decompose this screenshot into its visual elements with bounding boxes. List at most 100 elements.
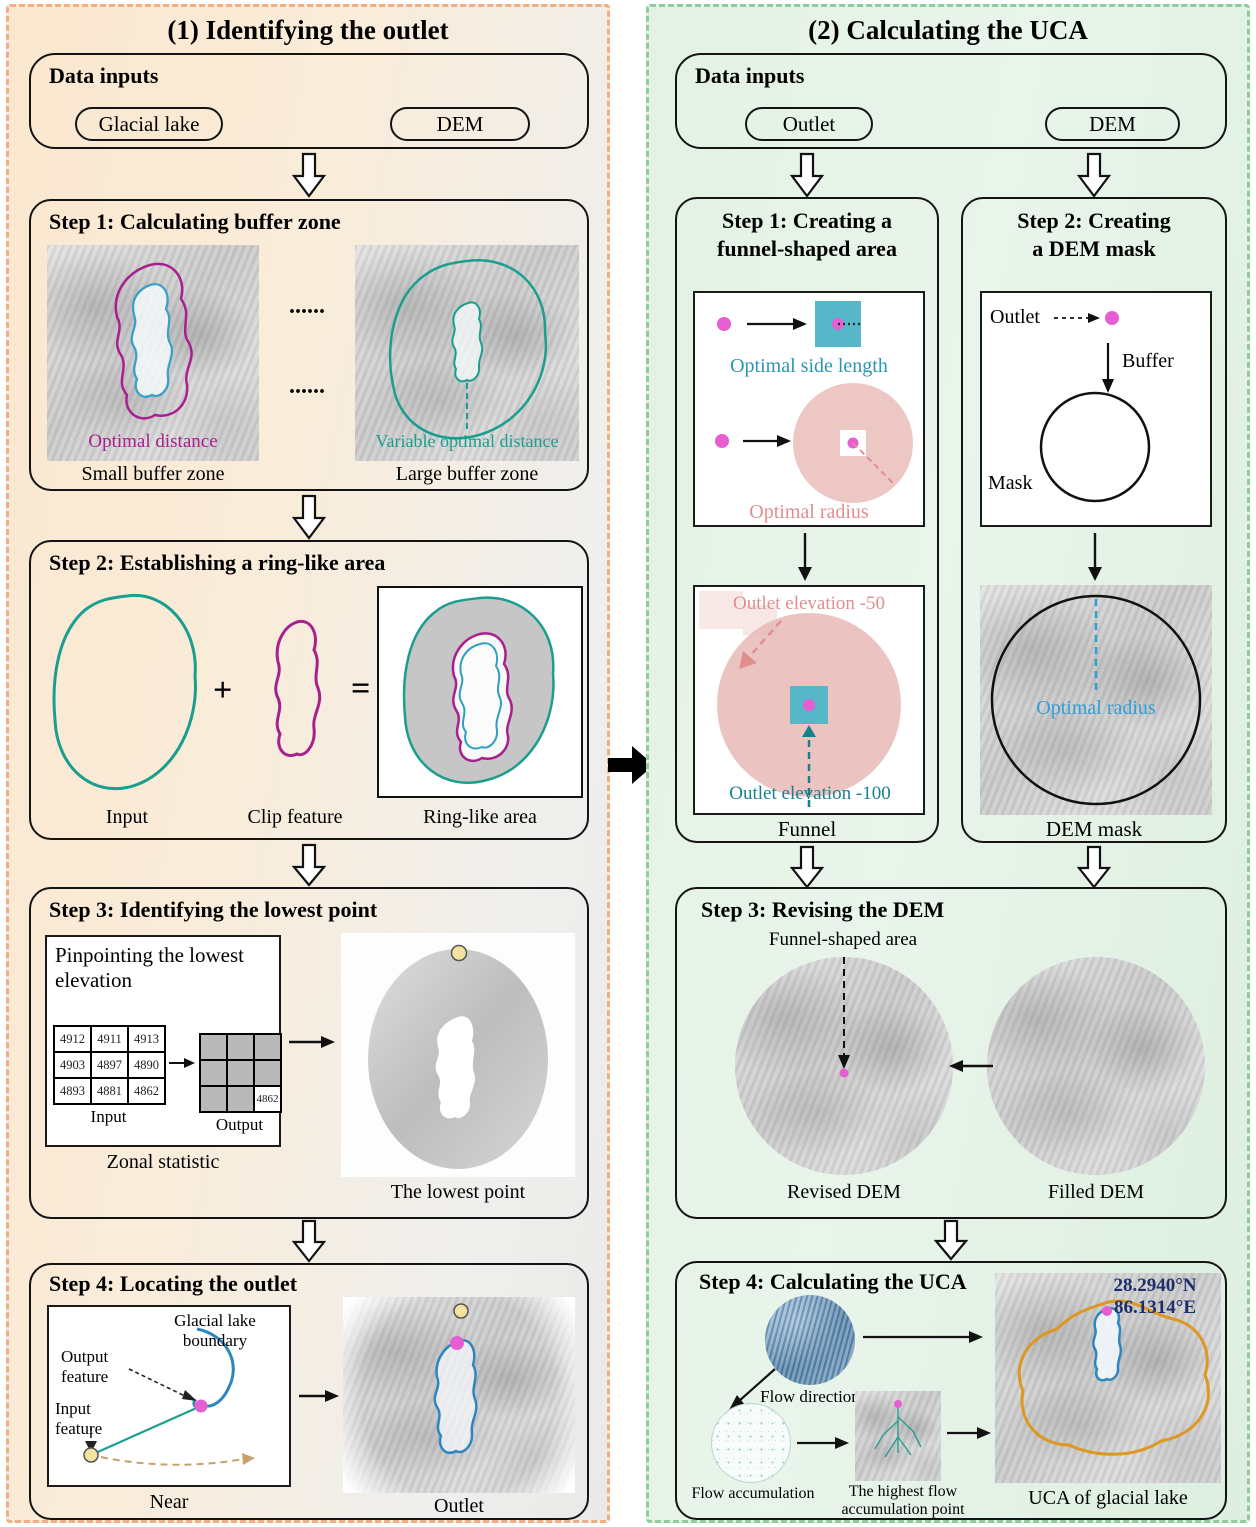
outlet-dot xyxy=(194,1399,208,1413)
lowest-point-dot xyxy=(450,944,468,962)
near-line xyxy=(90,1404,202,1457)
p2-data-inputs-label: Data inputs xyxy=(695,63,805,88)
outlet-dot xyxy=(715,434,729,448)
lowest-value-cell: 4862 xyxy=(254,1086,281,1112)
grid-cell xyxy=(227,1086,254,1112)
panel-calculating-uca: (2) Calculating the UCA Data inputs Outl… xyxy=(646,4,1250,1523)
p2-data-inputs-box: Data inputs Outlet DEM xyxy=(675,53,1227,149)
p2-step4-title: Step 4: Calculating the UCA xyxy=(699,1269,967,1294)
p2-step1-title: Step 1: Creating a funnel-shaped area xyxy=(717,208,897,261)
right-arrow-icon xyxy=(289,1036,335,1048)
grid-cell xyxy=(200,1034,227,1060)
ring-like-area-caption: Ring-like area xyxy=(423,806,537,828)
ring-lake xyxy=(458,642,502,750)
coordinate-east: 86.1314°E xyxy=(1113,1297,1197,1318)
double-arrow-icon xyxy=(790,845,824,889)
outlet-dot xyxy=(1102,1306,1112,1316)
p1-data-inputs-box: Data inputs Glacial lake DEM xyxy=(29,53,589,149)
p1-step4-box: Step 4: Locating the outlet Glacial lake… xyxy=(29,1263,589,1520)
grid-input-label: Input xyxy=(90,1107,127,1126)
variable-optimal-distance-label: Variable optimal distance xyxy=(375,431,559,451)
revised-dem-caption: Revised DEM xyxy=(787,1181,901,1203)
down-arrow-icon xyxy=(1088,533,1102,581)
outlet-elev-100-label: Outlet elevation -100 xyxy=(729,783,891,804)
dem-mask-caption: DEM mask xyxy=(1045,817,1143,841)
lake-hole xyxy=(435,1016,475,1119)
p1-step2-box: Step 2: Establishing a ring-like area + … xyxy=(29,540,589,840)
right-arrow-icon xyxy=(169,1058,195,1068)
ring-like-area-image xyxy=(377,586,583,798)
right-arrow-icon xyxy=(797,1437,849,1449)
double-arrow-icon xyxy=(292,1219,326,1263)
output-feature-label: Output feature xyxy=(61,1347,109,1387)
grid-cell: 4897 xyxy=(91,1052,128,1078)
elev50-dashed-arrow xyxy=(748,620,782,658)
uca-map-image: 28.2940°N 86.1314°E xyxy=(995,1273,1221,1483)
input-feature-label: Input feature xyxy=(55,1399,103,1439)
p1-step4-title: Step 4: Locating the outlet xyxy=(49,1271,298,1296)
large-buffer-dem-image: Variable optimal distance xyxy=(355,245,579,461)
double-arrow-icon xyxy=(790,152,824,198)
double-arrow-icon xyxy=(1077,845,1111,889)
outlet-dot xyxy=(717,317,731,331)
grid-cell: 4911 xyxy=(91,1026,128,1052)
near-tool-diagram: Glacial lake boundary Output feature Inp… xyxy=(47,1305,291,1487)
outlet-dot xyxy=(1105,311,1119,325)
p2-step2-title: Step 2: Creating a DEM mask xyxy=(1017,208,1171,261)
funnel-area-arrow xyxy=(838,957,850,1078)
outlet-dot xyxy=(839,1068,849,1078)
buffer-label: Buffer xyxy=(1122,350,1174,372)
plus-operator: + xyxy=(213,672,233,709)
p1-data-inputs-label: Data inputs xyxy=(49,63,159,88)
output-feature-arrow xyxy=(128,1368,188,1398)
outlet-elev-50-label: Outlet elevation -50 xyxy=(733,593,885,614)
grid-cell xyxy=(254,1060,281,1086)
grid-cell xyxy=(227,1060,254,1086)
grid-cell: 4903 xyxy=(54,1052,91,1078)
input-grid: 4912 4911 4913 4903 4897 4890 4893 4881 … xyxy=(53,1025,166,1105)
pill-glacial-lake: Glacial lake xyxy=(75,107,223,141)
pill-outlet: Outlet xyxy=(745,107,873,141)
left-arrow-icon xyxy=(949,1060,993,1072)
funnel-construction-box: Optimal side length Optimal radius xyxy=(693,291,925,527)
stream-network xyxy=(874,1405,922,1458)
panel2-title: (2) Calculating the UCA xyxy=(808,15,1088,45)
highest-flow-caption: The highest flow accumulation point xyxy=(841,1483,965,1519)
lake-outline xyxy=(451,301,484,383)
double-arrow-icon xyxy=(1077,152,1111,198)
flow-direction-image xyxy=(765,1295,855,1385)
filled-dem-image xyxy=(987,957,1205,1175)
panel1-title: (1) Identifying the outlet xyxy=(167,15,449,45)
grid-cell xyxy=(200,1060,227,1086)
mask-construction-box: Outlet Buffer Mask xyxy=(980,291,1212,527)
optimal-radius-label: Optimal radius xyxy=(1036,697,1156,719)
dem-mask-image: Optimal radius xyxy=(980,585,1212,815)
optimal-side-length-label: Optimal side length xyxy=(730,355,888,377)
p2-step1-box: Step 1: Creating a funnel-shaped area xyxy=(675,197,939,843)
p1-step1-box: Step 1: Calculating buffer zone Optimal … xyxy=(29,199,589,491)
filled-dem-caption: Filled DEM xyxy=(1047,1181,1145,1203)
input-blob-shape xyxy=(52,593,197,791)
optimal-radius-label: Optimal radius xyxy=(749,501,869,523)
p1-step3-title: Step 3: Identifying the lowest point xyxy=(49,897,378,922)
right-arrow-icon xyxy=(863,1331,983,1343)
p1-step1-title: Step 1: Calculating buffer zone xyxy=(49,209,341,234)
grid-cell xyxy=(200,1086,227,1112)
ellipsis-dots-top: ...... xyxy=(289,293,325,319)
p1-step3-box: Step 3: Identifying the lowest point Pin… xyxy=(29,887,589,1219)
glacial-lake-boundary-label: Glacial lake boundary xyxy=(174,1311,256,1351)
lake-outline xyxy=(130,283,174,398)
outlet-dot xyxy=(803,699,815,711)
near-caption: Near xyxy=(149,1491,189,1513)
grid-cell: 4912 xyxy=(54,1026,91,1052)
input-feature-dot xyxy=(83,1447,99,1463)
panel-identifying-outlet: (1) Identifying the outlet Data inputs G… xyxy=(6,4,610,1523)
equals-operator: = xyxy=(351,670,371,707)
double-arrow-icon xyxy=(292,494,326,540)
small-buffer-caption: Small buffer zone xyxy=(81,463,225,485)
down-arrow-icon xyxy=(798,533,812,581)
grid-output-label: Output xyxy=(215,1115,264,1134)
pill-dem-right: DEM xyxy=(1045,107,1180,141)
right-arrow-icon xyxy=(299,1390,339,1402)
